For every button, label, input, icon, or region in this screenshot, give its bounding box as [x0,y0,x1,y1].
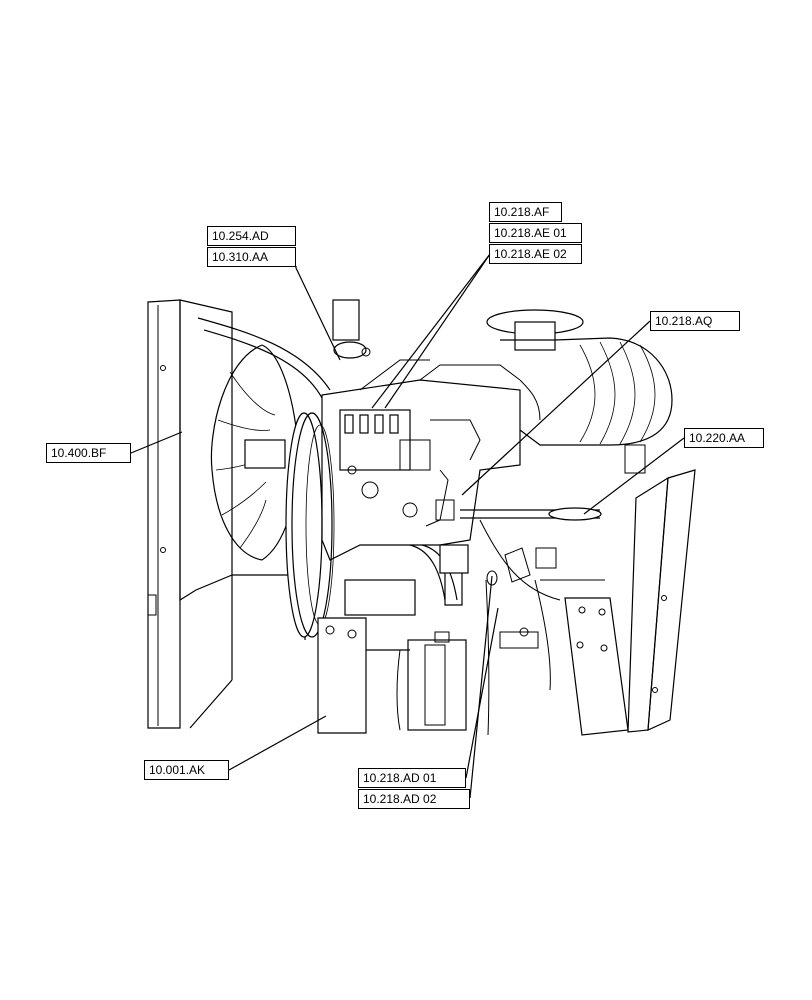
callout-10-220-aa[interactable]: 10.220.AA [684,428,764,448]
lower-hose [409,544,469,606]
callout-10-218-ae-02[interactable]: 10.218.AE 02 [489,244,582,264]
callout-10-218-af[interactable]: 10.218.AF [489,202,562,222]
upper-hose [197,317,331,399]
callout-10-001-ak[interactable]: 10.001.AK [144,760,229,780]
radiator-frame [147,299,306,729]
callout-10-254-ad[interactable]: 10.254.AD [207,226,296,246]
leader-lines [130,253,685,799]
callout-10-400-bf[interactable]: 10.400.BF [46,443,131,463]
callout-10-218-ad-02[interactable]: 10.218.AD 02 [358,789,470,809]
mount-bracket [317,547,605,736]
thermostat-housing [332,299,371,359]
callout-10-218-ae-01[interactable]: 10.218.AE 01 [489,223,582,243]
crank-pulley [285,412,335,638]
engine-block [321,359,521,561]
cooling-fan [210,344,299,561]
air-cleaner [486,309,673,474]
callout-10-310-aa[interactable]: 10.310.AA [207,247,296,267]
callout-10-218-ad-01[interactable]: 10.218.AD 01 [358,768,466,788]
right-frame [564,469,696,736]
callout-10-218-aq[interactable]: 10.218.AQ [650,311,740,331]
fuel-rod [460,507,602,601]
